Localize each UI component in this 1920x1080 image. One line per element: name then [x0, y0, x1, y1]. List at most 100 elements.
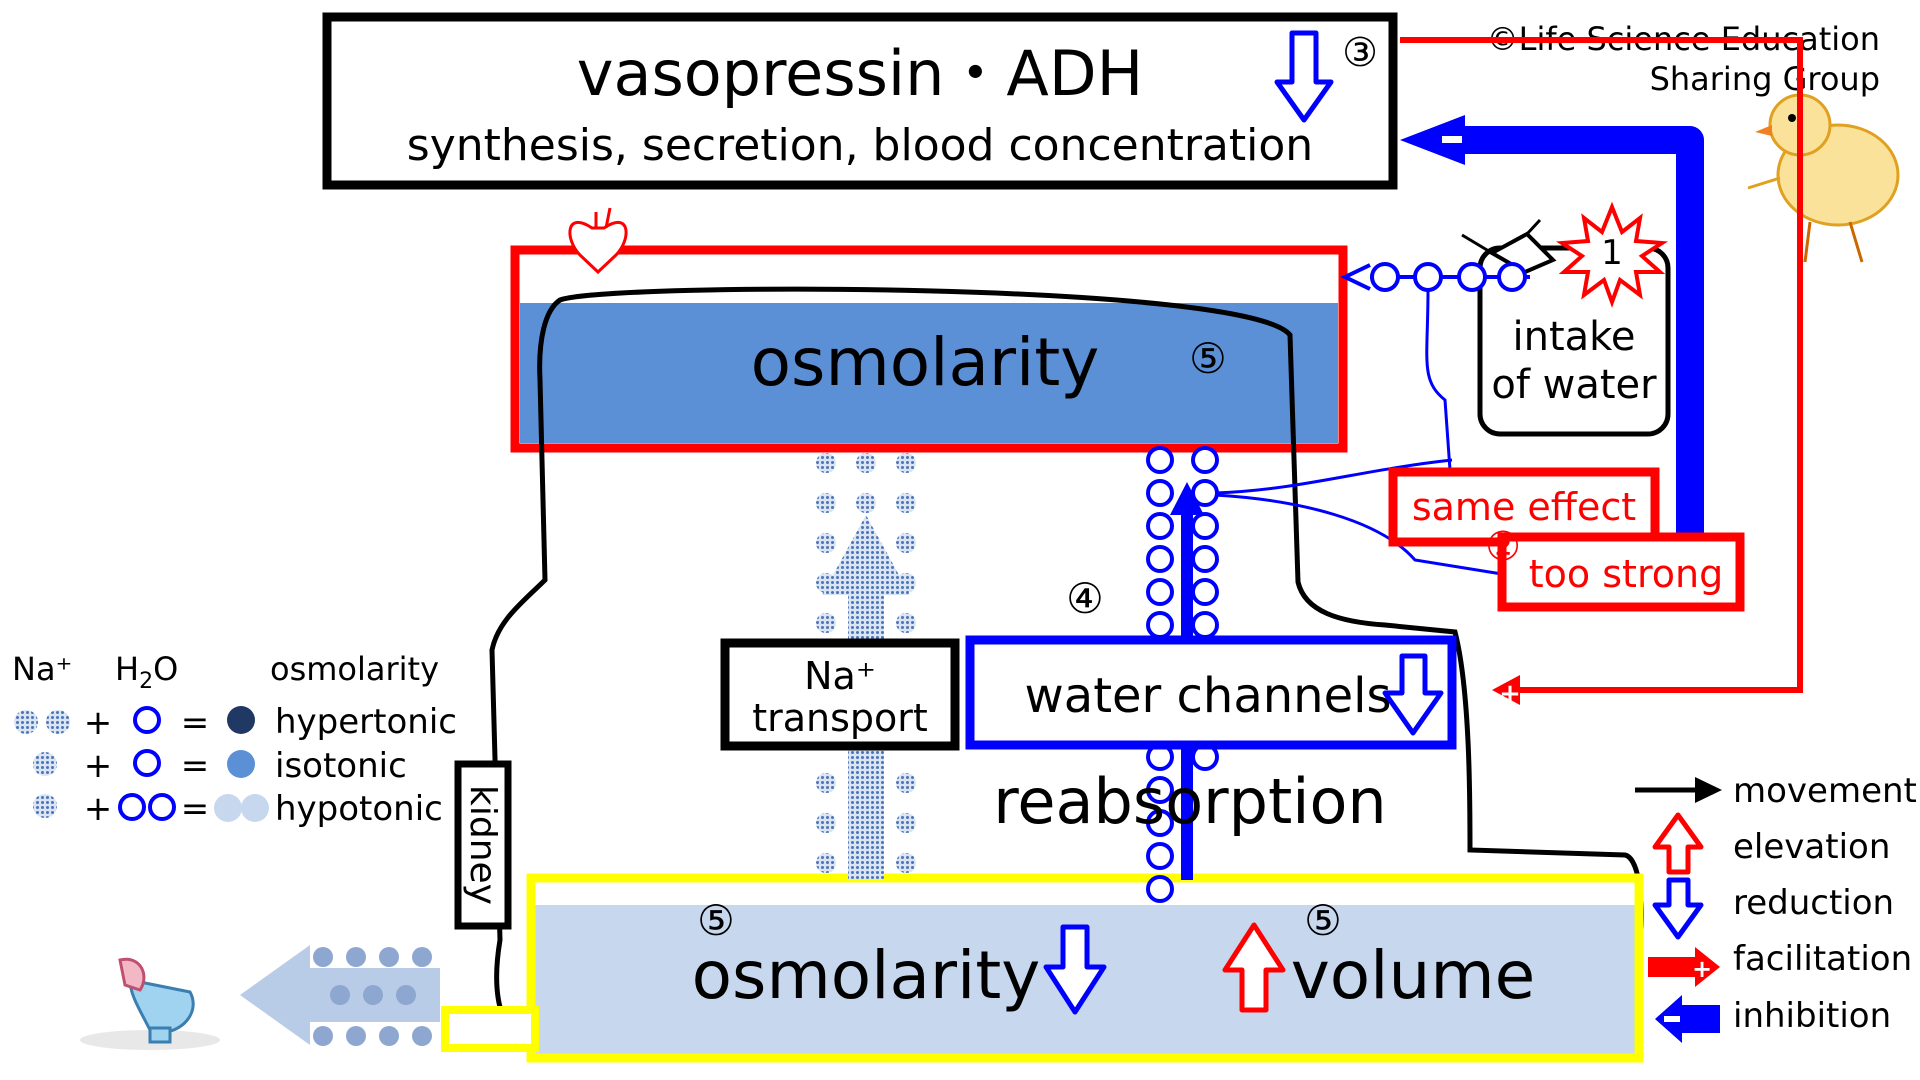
- na-particle: [896, 853, 916, 873]
- legend-reduction-arrow-icon: [1652, 877, 1704, 940]
- blood-osmolarity-label: osmolarity: [751, 324, 1100, 401]
- intake-of-water-box: intake of water: [1477, 245, 1671, 437]
- key-plus-1: +: [84, 703, 113, 743]
- water-channels-box: water channels: [965, 635, 1457, 750]
- urine-osmolarity-label: osmolarity: [692, 937, 1041, 1014]
- legend-facilitation-label: facilitation: [1733, 939, 1912, 979]
- chick-icon: [1747, 93, 1900, 263]
- na-particle: [896, 813, 916, 833]
- intake-line2: of water: [1491, 362, 1657, 408]
- legend-inhibition-arrow-icon: [1655, 995, 1720, 1043]
- na-particle: [896, 573, 916, 593]
- number-four: ④: [1066, 574, 1104, 623]
- blood-compartment: osmolarity ⑤: [510, 245, 1348, 453]
- na-particle: [896, 533, 916, 553]
- na-particle: [816, 533, 836, 553]
- adh-title: vasopressin・ADH: [577, 37, 1143, 110]
- water-channels-label: water channels: [1025, 668, 1392, 724]
- urine-outflow-arrow: [240, 945, 440, 1046]
- legend-movement-label: movement: [1733, 771, 1917, 811]
- same-effect-label: same effect: [1412, 485, 1636, 529]
- na-particle: [816, 573, 836, 593]
- reabsorption-label: reabsorption: [993, 765, 1386, 838]
- key-equals-1: =: [181, 703, 210, 743]
- legend-elevation-arrow-icon: [1652, 812, 1704, 875]
- water-particle: [1146, 446, 1174, 474]
- water-intake-flow: [1214, 262, 1530, 577]
- urine-osmolarity-reduction-arrow-icon: [1043, 924, 1107, 1015]
- key-row-hypertonic: hypertonic: [275, 702, 457, 742]
- water-particle: [1146, 875, 1174, 903]
- na-particle: [896, 773, 916, 793]
- heart-icon: [568, 207, 628, 275]
- intake-number: 1: [1601, 233, 1623, 273]
- water-particle: [1191, 545, 1219, 573]
- key-na-header: Na⁺: [12, 650, 72, 688]
- na-particle: [816, 853, 836, 873]
- water-particle: [1146, 842, 1174, 870]
- key-plus-2: +: [84, 746, 113, 786]
- water-particle: [1191, 512, 1219, 540]
- na-particle: [896, 453, 916, 473]
- urine-volume-number: ⑤: [1304, 896, 1342, 945]
- water-particle: [1146, 809, 1174, 837]
- red-facilitation-line: +: [1400, 37, 1803, 709]
- urine-compartment: osmolarity ⑤ volume ⑤: [441, 873, 1644, 1063]
- toilet-icon: [80, 957, 220, 1050]
- key-row-isotonic: isotonic: [275, 746, 407, 786]
- legend-movement-arrow-icon: [1635, 777, 1722, 803]
- na-particle: [816, 493, 836, 513]
- water-particle: [1146, 512, 1174, 540]
- facilitation-plus: +: [1499, 679, 1521, 709]
- na-particle: [816, 813, 836, 833]
- kidney-outline: [489, 286, 1644, 1063]
- na-transport-box: Na⁺ transport: [720, 638, 960, 751]
- kidney-label: kidney: [462, 785, 503, 905]
- burst-icon: 1: [1555, 201, 1669, 308]
- water-particle: [1146, 479, 1174, 507]
- too-strong-label: too strong: [1529, 552, 1723, 596]
- legend-elevation-label: elevation: [1733, 827, 1890, 867]
- key-h2o-header: H2O: [115, 650, 178, 694]
- na-transport-line2: transport: [752, 696, 928, 740]
- key-equals-3: =: [181, 789, 210, 829]
- legend-facilitation-plus: +: [1692, 955, 1712, 983]
- urine-volume-elevation-arrow-icon: [1222, 922, 1286, 1013]
- na-particle: [856, 453, 876, 473]
- legend-reduction-label: reduction: [1733, 883, 1894, 923]
- na-particle: [896, 613, 916, 633]
- symbol-legend: movement elevation reduction + facilitat…: [1635, 771, 1917, 1043]
- na-particle: [816, 773, 836, 793]
- copyright-line2: Sharing Group: [1650, 60, 1880, 98]
- water-particle: [1191, 578, 1219, 606]
- water-particle: [1146, 545, 1174, 573]
- na-particle: [896, 493, 916, 513]
- tonicity-key: Na⁺ H2O osmolarity + = hypertonic + = is…: [12, 650, 457, 829]
- key-plus-3: +: [84, 789, 113, 829]
- same-effect-box: same effect: [1388, 467, 1660, 547]
- key-row-hypotonic: hypotonic: [275, 789, 443, 829]
- water-particle: [1146, 578, 1174, 606]
- na-particle: [856, 493, 876, 513]
- na-particle: [816, 613, 836, 633]
- na-particle-column: [816, 453, 916, 873]
- water-particle: [1191, 611, 1219, 639]
- adh-subtitle: synthesis, secretion, blood concentratio…: [407, 120, 1313, 171]
- adh-box: vasopressin・ADH synthesis, secretion, bl…: [322, 12, 1398, 190]
- urine-osmolarity-number: ⑤: [697, 896, 735, 945]
- key-equals-2: =: [181, 746, 210, 786]
- water-particle: [1146, 611, 1174, 639]
- legend-facilitation-arrow-icon: +: [1648, 947, 1720, 987]
- water-particle: [1191, 446, 1219, 474]
- blue-inhibition-line: [1400, 115, 1704, 535]
- water-channels-reduction-arrow-icon: [1382, 653, 1444, 736]
- na-particle: [816, 453, 836, 473]
- number-two: ②: [1485, 524, 1521, 570]
- adh-number: ③: [1342, 30, 1378, 76]
- kidney-label-box: kidney: [454, 760, 512, 930]
- urine-volume-label: volume: [1291, 937, 1536, 1014]
- water-particle: [1146, 776, 1174, 804]
- legend-inhibition-label: inhibition: [1733, 996, 1891, 1036]
- too-strong-box: too strong: [1497, 532, 1745, 612]
